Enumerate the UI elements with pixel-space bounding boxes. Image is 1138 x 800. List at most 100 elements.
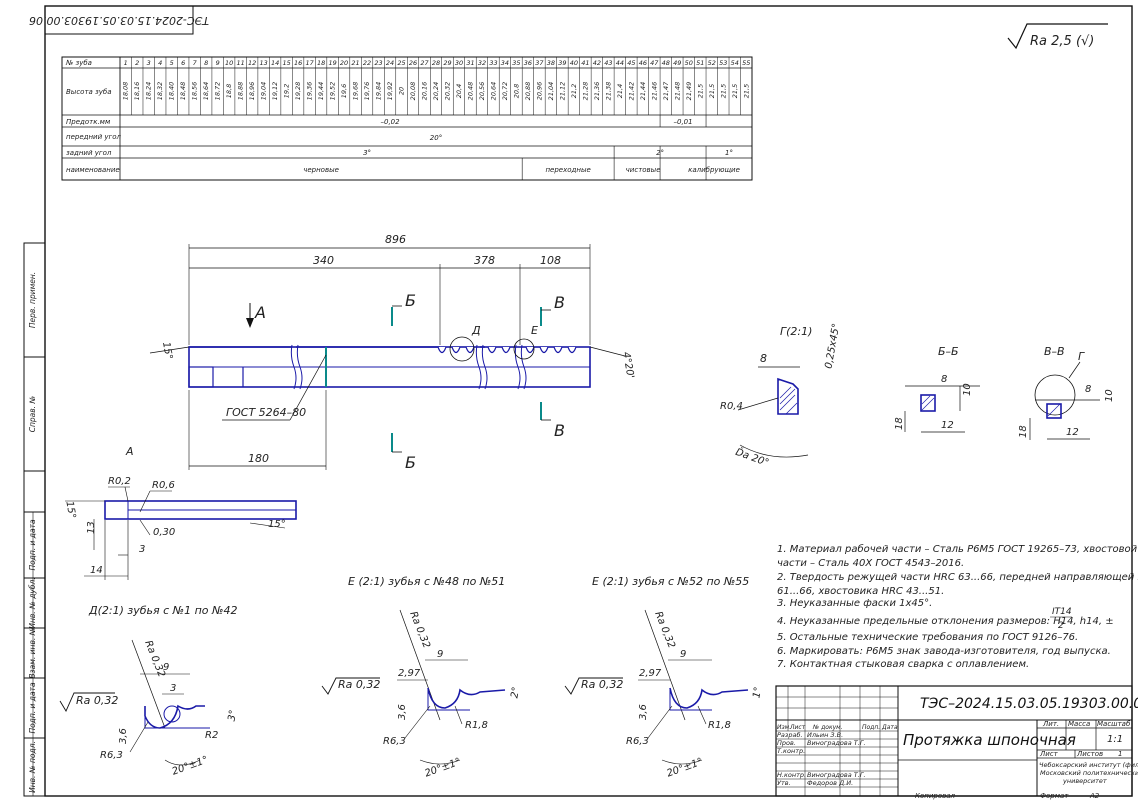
masshtab-label: Масштаб: [1097, 720, 1131, 728]
general-roughness-text: Ra 2,5 (√): [1030, 34, 1094, 49]
angle-4-20: 4°20': [620, 351, 635, 379]
tooth-height: 20,72: [501, 82, 509, 101]
section-b-bottom: Б: [405, 453, 416, 472]
note-line: 3. Неуказанные фаски 1х45°.: [777, 598, 932, 609]
tooth-number: 47: [650, 59, 659, 67]
detail-d-dim3: 3: [170, 683, 176, 694]
tooth-number: 30: [455, 59, 463, 67]
tooth-height: 21,12: [558, 82, 566, 101]
tooth-number: 2: [135, 59, 139, 67]
tooth-height: 20,48: [466, 82, 474, 101]
tooth-height: 21,5: [696, 84, 704, 98]
tooth-number: 23: [374, 59, 382, 67]
callout-d: Д: [471, 324, 481, 337]
detail-e2-r63: R6,3: [626, 736, 649, 747]
tooth-height: 21,5: [742, 84, 750, 98]
note-line: 6. Маркировать: Р6М5 знак завода-изготов…: [777, 646, 1111, 657]
tooth-number: 51: [696, 59, 704, 67]
view-a-r02: R0,2: [108, 476, 131, 487]
tooth-number: 36: [524, 59, 532, 67]
tooth-number: 54: [731, 59, 739, 67]
tooth-number: 27: [420, 59, 429, 67]
tooth-number: 20: [340, 59, 348, 67]
tooth-height: 20: [398, 87, 406, 95]
detail-g-angle: Ďа 20°: [734, 445, 771, 469]
tooth-height: 19,12: [271, 82, 279, 101]
name-prov: Виноградова Т.Г.: [807, 739, 866, 747]
tooth-height: 20,24: [432, 82, 440, 101]
dim-340: 340: [313, 254, 334, 267]
tooth-height: 18,72: [214, 82, 222, 101]
tooth-height: 18,48: [179, 82, 187, 101]
table-row-label: Предотк.мм: [66, 118, 111, 126]
tooth-number: 14: [271, 59, 279, 67]
detail-e1-ra-top: Ra 0,32: [407, 610, 432, 650]
view-a-angle15b: 15°: [268, 519, 286, 530]
section-name: чистовые: [626, 166, 661, 174]
section-v-bottom: В: [554, 421, 565, 440]
tooth-number: 31: [466, 59, 474, 67]
tooth-number: 6: [181, 59, 185, 67]
tooth-height: 18,64: [202, 82, 210, 101]
tooth-height: 19,44: [317, 82, 325, 101]
section-v-top: В: [554, 293, 565, 312]
sheets-label: Листов: [1076, 750, 1103, 758]
tooth-height: 21,4: [616, 84, 624, 98]
tooth-height: 18,56: [191, 82, 199, 101]
dim-total: 896: [385, 233, 406, 246]
tooth-height: 18,24: [145, 82, 153, 101]
detail-e2-dim9: 9: [680, 649, 686, 660]
detail-d: Д(2:1) зубья с №1 по №42 Ra 0,32 Ra 0,32…: [59, 604, 239, 778]
tooth-number: 37: [535, 59, 544, 67]
tooth-number: 26: [409, 59, 417, 67]
row-prov: Пров.: [777, 739, 796, 747]
note-line: 1. Материал рабочей части – Сталь Р6М5 Г…: [777, 543, 1138, 555]
tooth-number: 48: [662, 59, 670, 67]
tolerance-denominator: 2: [1058, 621, 1064, 631]
detail-e1-r63: R6,3: [383, 736, 406, 747]
tooth-height: 18,8: [225, 84, 233, 98]
note-line: части – Сталь 40Х ГОСТ 4543–2016.: [777, 558, 964, 569]
tooth-height: 18,40: [168, 82, 176, 101]
detail-e1-dim297: 2,97: [398, 668, 421, 679]
detail-e1-title: Е (2:1) зубья с №48 по №51: [348, 575, 505, 588]
dim-378: 378: [474, 254, 495, 267]
org-line-1: Чебоксарский институт (филиал): [1039, 761, 1138, 769]
detail-e1-angle20: 20°±1°: [423, 756, 462, 779]
tooth-number: 33: [489, 59, 497, 67]
tooth-number: 9: [216, 59, 220, 67]
org-line-2: Московский политехнический: [1040, 769, 1138, 777]
tooth-number: 45: [627, 59, 635, 67]
tooth-number: 29: [443, 59, 451, 67]
name-razrab: Ильин З.В.: [807, 731, 843, 739]
tooth-number: 16: [294, 59, 302, 67]
tooth-number: 41: [581, 59, 589, 67]
detail-e2-ra-side: Ra 0,32: [581, 678, 623, 691]
tooth-number: 32: [478, 59, 486, 67]
detail-e2-dim297: 2,97: [639, 668, 662, 679]
clearance-finish: 2°: [656, 149, 664, 157]
tooth-number: 12: [248, 59, 256, 67]
tooth-height: 20,32: [443, 82, 451, 101]
title-block: ТЭС–2024.15.03.05.19303.00.06 Протяжка ш…: [775, 685, 1138, 800]
tooth-height: 20,88: [524, 82, 532, 101]
tooth-height: 19,36: [306, 82, 314, 101]
tooth-number: 13: [259, 59, 267, 67]
general-roughness-symbol: Ra 2,5 (√): [1007, 23, 1108, 50]
section-vv-dim10: 10: [1104, 389, 1115, 402]
detail-d-r2: R2: [205, 730, 218, 741]
dim-108: 108: [540, 254, 561, 267]
detail-e1-dim9: 9: [437, 649, 443, 660]
section-bb-dim10: 10: [962, 383, 973, 396]
section-bb-dim8: 8: [941, 374, 947, 385]
section-vv-callout: Г: [1078, 350, 1085, 363]
tooth-height: 20,4: [455, 84, 463, 98]
tooth-number: 19: [328, 59, 336, 67]
detail-e1-r18: R1,8: [465, 720, 488, 731]
tooth-height: 19,28: [294, 82, 302, 101]
tooth-height: 20,16: [421, 82, 429, 101]
copied-label: Копировал: [915, 792, 956, 800]
callout-e: Е: [531, 324, 538, 337]
